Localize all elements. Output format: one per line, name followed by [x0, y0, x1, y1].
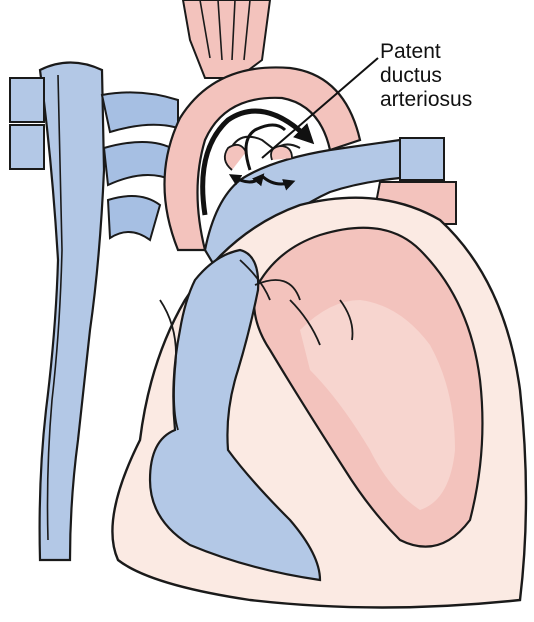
patent-ductus-arteriosus-label: Patent ductus arteriosus	[380, 40, 530, 112]
left-vessel-lower	[9, 124, 45, 170]
label-leader-line	[261, 57, 379, 159]
vena-cava	[38, 61, 106, 562]
right-vessel-blue	[399, 137, 445, 181]
aortic-arch	[163, 66, 362, 252]
right-chambers	[148, 248, 322, 582]
double-arrow-icon	[228, 173, 265, 187]
label-line-2: ductus	[380, 64, 442, 87]
small-arrow-icon	[260, 174, 296, 191]
left-ventricle-inner	[300, 300, 455, 510]
ductus-flap-left	[223, 143, 247, 171]
aorta-branch-lines	[199, 0, 251, 61]
ductus-flap-right	[270, 145, 293, 161]
left-vessel-upper	[9, 77, 45, 123]
septum-lines	[159, 259, 354, 431]
label-line-1: Patent	[380, 40, 441, 63]
label-line-3: arteriosus	[380, 88, 473, 111]
curved-arrow-icon	[200, 108, 315, 216]
ductus-connection	[229, 135, 301, 152]
vena-cava-inner-wall	[46, 74, 63, 541]
aorta-trunk	[181, 0, 272, 79]
curved-arrow-icon-2	[244, 123, 287, 171]
